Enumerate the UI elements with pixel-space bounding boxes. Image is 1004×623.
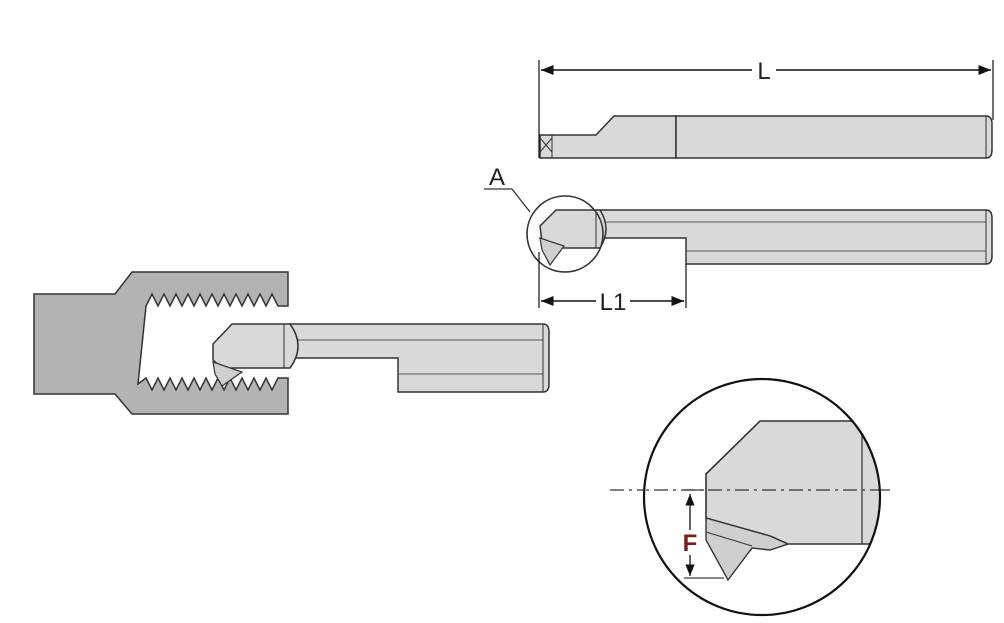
workpiece-section	[33, 271, 289, 415]
tool-in-bore-shank	[289, 323, 550, 393]
tool-side-view	[539, 115, 993, 159]
tool-side-shank	[675, 115, 993, 159]
tool-in-bore-head	[212, 323, 299, 369]
detail-insert	[705, 517, 790, 582]
dimension-f: F	[683, 489, 724, 579]
dimension-l1: L1	[538, 252, 687, 316]
dimension-l-label: L	[757, 58, 770, 85]
tool-side-tip	[539, 134, 553, 158]
tool-in-bore	[212, 323, 550, 393]
detail-label-a: A	[489, 164, 505, 191]
tool-in-bore-insert	[212, 361, 244, 387]
tool-top-shank	[599, 209, 993, 265]
tool-top-insert	[539, 237, 565, 267]
detail-marker-a: A	[484, 164, 604, 273]
dimension-f-label: F	[683, 530, 698, 557]
tool-top-view	[539, 209, 993, 267]
tool-side-body	[539, 115, 677, 159]
workpiece-body	[33, 271, 289, 415]
detail-view	[610, 377, 890, 617]
dimension-l1-label: L1	[600, 289, 627, 316]
dimension-l: L	[538, 58, 994, 158]
detail-circle	[642, 377, 882, 617]
